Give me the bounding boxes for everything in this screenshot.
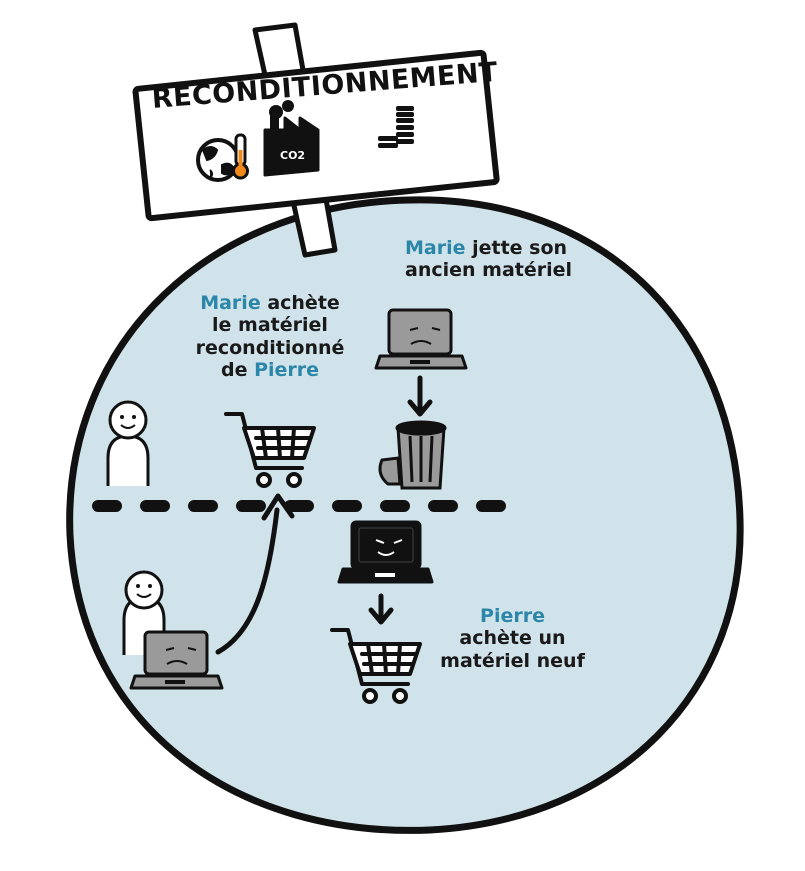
name-pierre-2: Pierre xyxy=(480,605,545,627)
text-achete-un: achète un xyxy=(459,627,566,650)
text-de: de xyxy=(220,359,255,382)
text-le-materiel: le matériel xyxy=(212,314,328,337)
text-reconditionne: reconditionné xyxy=(195,336,345,359)
person-marie-icon xyxy=(106,400,150,486)
trash-bin-icon xyxy=(378,420,447,490)
name-pierre: Pierre xyxy=(254,359,320,382)
shopping-cart-refurbished-icon xyxy=(224,412,316,488)
background-circle xyxy=(66,196,744,834)
text-jette-son: jette son xyxy=(465,237,568,259)
text-achete: achète xyxy=(260,292,340,314)
label-pierre-buys: Pierre achète un matériel neuf xyxy=(430,605,595,672)
label-marie-throws: Marie jette son ancien matériel xyxy=(405,237,572,282)
label-marie-buys: Marie achète le matériel reconditionné d… xyxy=(180,292,360,382)
co2-label: CO2 xyxy=(280,149,306,162)
name-marie-2: Marie xyxy=(200,292,261,314)
factory-co2-icon xyxy=(263,100,320,177)
resale-arrow xyxy=(215,507,280,655)
person-pierre-icon xyxy=(122,570,166,655)
old-laptop-sad-icon xyxy=(129,630,224,690)
resale-arrow-head xyxy=(261,493,295,521)
arrow-to-bin-head xyxy=(407,399,433,417)
name-marie: Marie xyxy=(405,237,466,259)
marie-old-laptop-sad-icon xyxy=(374,308,468,370)
shopping-cart-new-icon xyxy=(330,628,422,704)
arrow-to-new-cart-head xyxy=(368,607,394,625)
new-laptop-smirk-icon xyxy=(337,520,434,584)
earth-thermometer-icon xyxy=(196,133,249,182)
text-ancien-materiel: ancien matériel xyxy=(405,259,573,282)
coin-stack-icon xyxy=(378,106,414,148)
text-materiel-neuf: matériel neuf xyxy=(440,649,585,672)
